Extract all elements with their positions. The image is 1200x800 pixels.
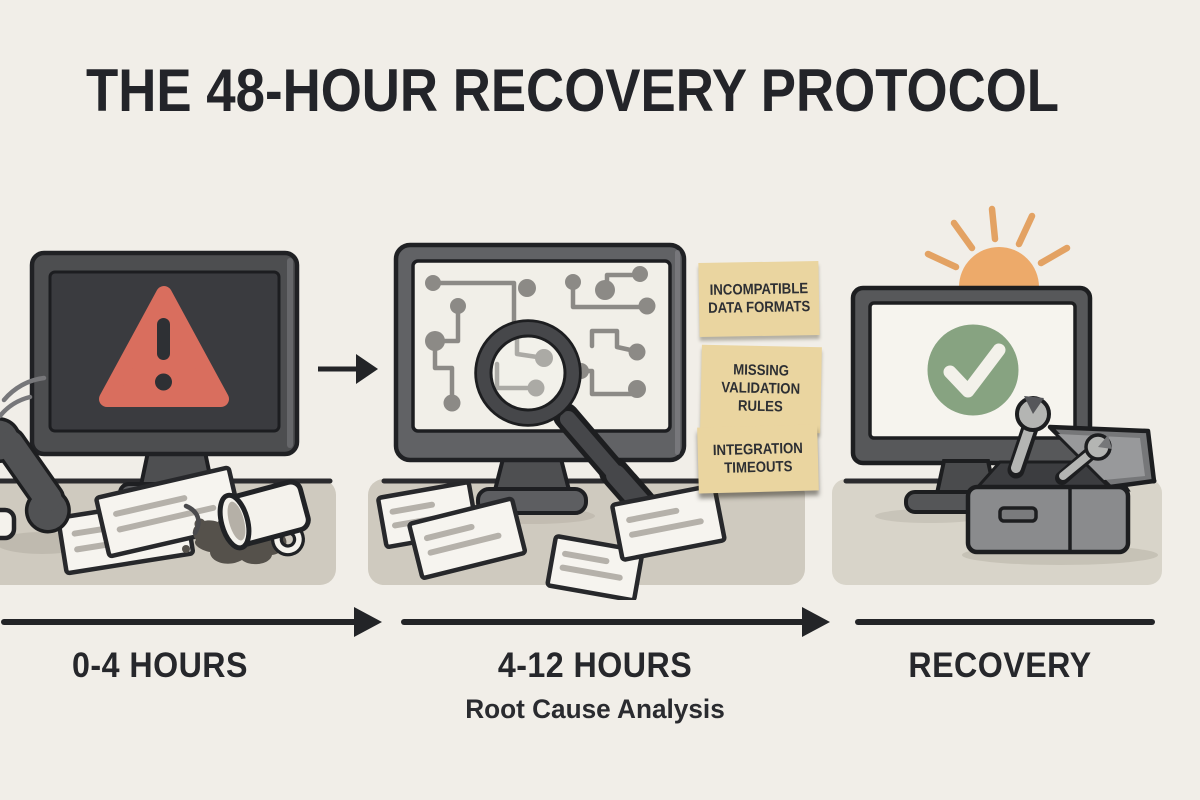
flowchart-icon — [425, 266, 656, 412]
sticky-note-incompatible-data-formats: INCOMPATIBLE DATA FORMATS — [698, 260, 820, 338]
sticky-note-integration-timeouts: INTEGRATION TIMEOUTS — [697, 424, 819, 494]
wrench-icon — [1007, 396, 1051, 479]
timeline-arrows — [1, 607, 1155, 637]
sticky-note-line: MISSING — [733, 360, 790, 380]
scene1-incident-illustration — [0, 250, 378, 585]
checkmark-circle-icon — [927, 324, 1019, 416]
sticky-note-line: INTEGRATION — [712, 439, 803, 459]
phone-cradle — [0, 507, 17, 541]
stage3-label: RECOVERY — [908, 646, 1092, 685]
toolbox-icon — [965, 396, 1157, 555]
sticky-note-missing-validation-rules: MISSING VALIDATION RULES — [700, 344, 822, 434]
scattered-papers-icon — [376, 480, 727, 600]
page-title: THE 48-HOUR RECOVERY PROTOCOL — [86, 57, 1060, 124]
timeline-arrow-stage2 — [401, 607, 830, 637]
sticky-note-line: DATA FORMATS — [707, 298, 811, 317]
spilled-mug-icon — [217, 479, 311, 557]
stage2-label: 4-12 HOURS — [497, 646, 693, 685]
sticky-note-line: RULES — [738, 397, 784, 416]
arrow-right-icon — [318, 354, 378, 384]
scene3-recovery-illustration — [832, 205, 1162, 585]
stage1-label: 0-4 HOURS — [72, 646, 248, 685]
magnifier-icon — [474, 319, 665, 528]
wrench-icon-small — [1055, 433, 1112, 485]
timeline-arrow-stage1 — [1, 607, 382, 637]
sticky-note-line: TIMEOUTS — [723, 458, 793, 477]
toolbox-handle-slot — [998, 506, 1038, 523]
sticky-note-line: INCOMPATIBLE — [709, 279, 809, 299]
sticky-note-line: VALIDATION — [721, 379, 801, 398]
ring-motion-lines — [0, 375, 201, 536]
warning-triangle-icon — [99, 286, 229, 407]
stage2-sublabel: Root Cause Analysis — [465, 694, 725, 724]
scene2-analysis-illustration — [368, 242, 805, 600]
phone-handset-icon — [0, 417, 71, 534]
